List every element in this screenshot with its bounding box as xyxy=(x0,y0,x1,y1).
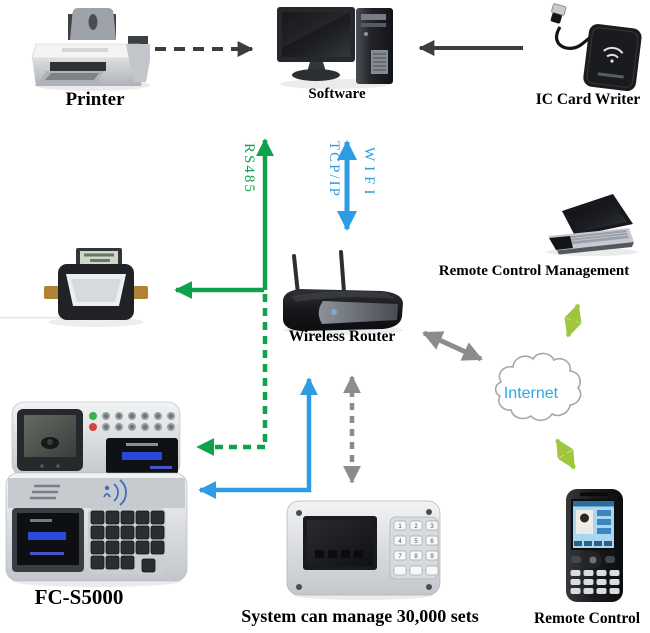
connections xyxy=(155,40,582,499)
key-label: 3 xyxy=(430,524,434,530)
arrow-internet-to-remote xyxy=(555,438,576,470)
controller-image: 1 2 3 4 5 6 7 8 9 xyxy=(286,500,441,600)
key-label: 7 xyxy=(398,554,402,560)
rs485-link-label: RS485 xyxy=(241,143,257,194)
key-label: 8 xyxy=(414,554,418,560)
arrow-management-to-internet xyxy=(564,303,582,338)
remote-control-label: Remote Control xyxy=(533,610,641,627)
handheld-keypad xyxy=(570,570,620,594)
pos-keypad xyxy=(90,510,165,573)
pos-terminal-image xyxy=(5,401,188,587)
ic-card-writer-image xyxy=(550,3,642,92)
key-label: 2 xyxy=(414,524,418,530)
rfid-icon xyxy=(103,479,127,506)
status-leds xyxy=(89,412,175,431)
corner-screws xyxy=(296,509,432,590)
remote-control-image xyxy=(566,489,623,602)
remote-management-label: Remote Control Management xyxy=(438,263,630,279)
printer-label: Printer xyxy=(65,89,125,110)
printer-image xyxy=(31,8,150,91)
router-antennas xyxy=(292,250,346,296)
artifact-line xyxy=(0,317,108,319)
arrow-router-to-internet xyxy=(422,330,483,362)
software-computer-image xyxy=(277,7,393,89)
ic-card-writer-label: IC Card Writer xyxy=(535,91,641,108)
key-label: 1 xyxy=(398,524,402,530)
wifi-link-label: WIFI xyxy=(361,147,377,200)
wireless-router-image xyxy=(283,250,403,335)
controller-keypad: 1 2 3 4 5 6 7 8 9 xyxy=(393,520,439,576)
pos-terminal-label: FC-S5000 xyxy=(34,585,124,609)
laptop-image xyxy=(546,194,638,256)
arrow-blue-router-to-pos xyxy=(198,377,318,499)
internet-label: Internet xyxy=(503,385,559,402)
router-led xyxy=(331,309,337,315)
meter-device-image xyxy=(44,248,148,327)
key-label: 4 xyxy=(398,539,402,545)
software-label: Software xyxy=(308,86,366,102)
controller-label: System can manage 30,000 sets xyxy=(241,606,479,626)
key-label: 6 xyxy=(430,539,434,545)
key-label: 9 xyxy=(430,554,434,560)
key-label: 5 xyxy=(414,539,418,545)
tcpip-link-label: TCP/IP xyxy=(326,141,342,199)
internet-cloud xyxy=(494,352,582,422)
wireless-router-label: Wireless Router xyxy=(288,328,396,345)
wifi-symbol-icon xyxy=(603,46,624,63)
